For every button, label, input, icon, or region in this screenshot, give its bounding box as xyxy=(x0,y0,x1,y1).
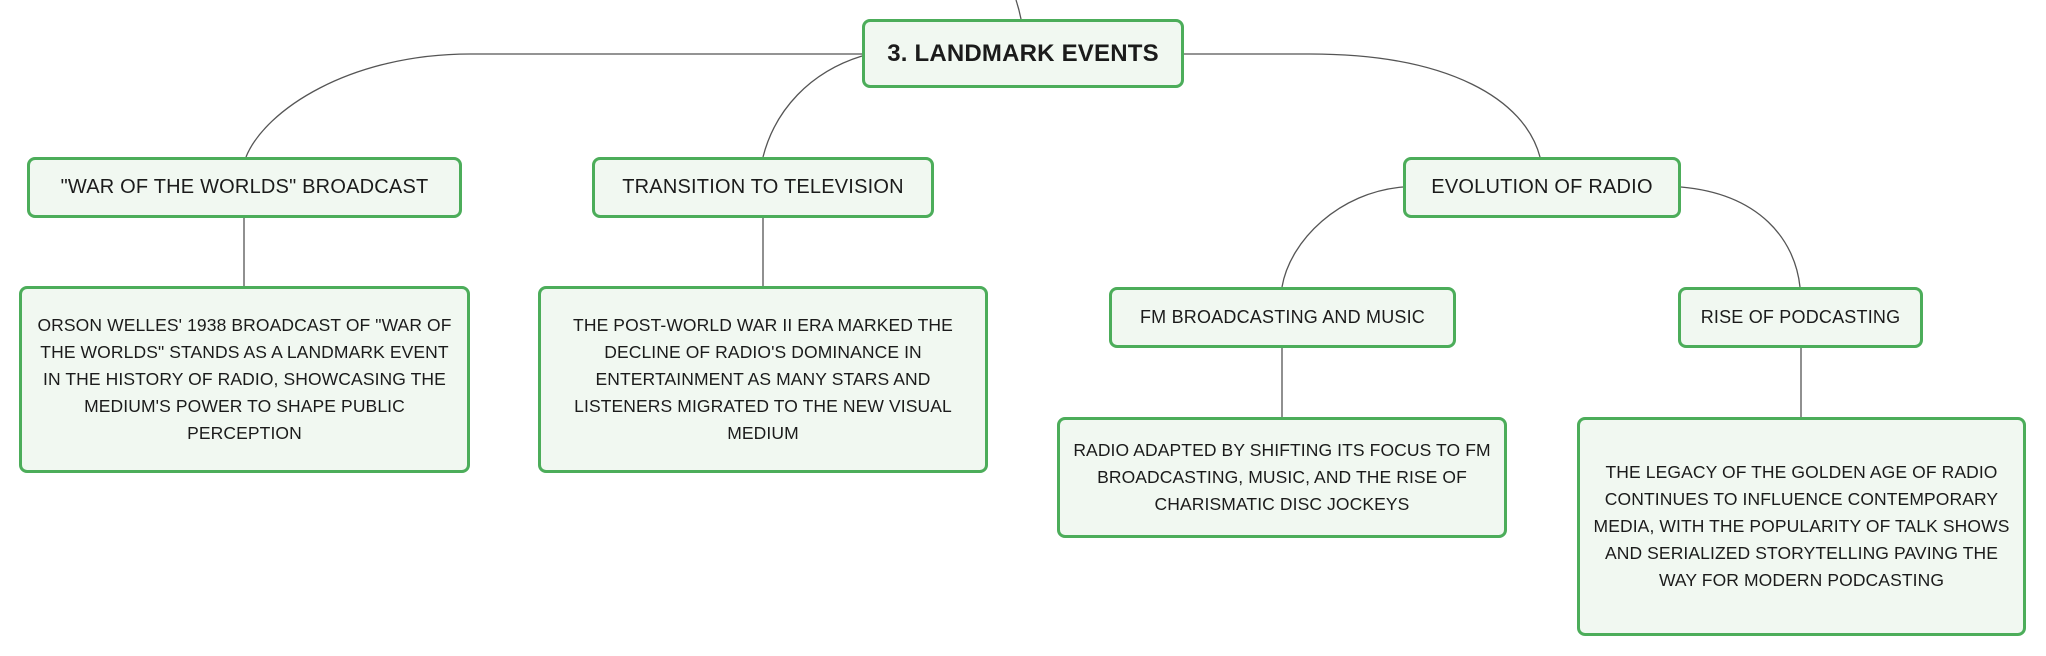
description-war-of-the-worlds[interactable]: ORSON WELLES' 1938 BROADCAST OF "WAR OF … xyxy=(19,286,470,473)
connector-root-to-wotw xyxy=(245,53,862,158)
description-rise-of-podcasting[interactable]: THE LEGACY OF THE GOLDEN AGE OF RADIO CO… xyxy=(1577,417,2026,636)
description-war-of-the-worlds-text: ORSON WELLES' 1938 BROADCAST OF "WAR OF … xyxy=(37,315,452,443)
subtopic-rise-of-podcasting-label: RISE OF PODCASTING xyxy=(1700,307,1901,327)
description-fm-broadcasting-text: RADIO ADAPTED BY SHIFTING ITS FOCUS TO F… xyxy=(1073,440,1491,514)
topic-war-of-the-worlds-label: "WAR OF THE WORLDS" BROADCAST xyxy=(60,176,429,198)
root-node-label: 3. LANDMARK EVENTS xyxy=(887,39,1159,67)
root-node[interactable]: 3. LANDMARK EVENTS xyxy=(862,19,1184,88)
connector-evolution-to-podcasting xyxy=(1680,186,1801,288)
description-transition-to-television-text: THE POST-WORLD WAR II ERA MARKED THE DEC… xyxy=(573,315,953,443)
subtopic-rise-of-podcasting[interactable]: RISE OF PODCASTING xyxy=(1678,287,1923,348)
topic-transition-to-television[interactable]: TRANSITION TO TELEVISION xyxy=(592,157,934,218)
topic-war-of-the-worlds[interactable]: "WAR OF THE WORLDS" BROADCAST xyxy=(27,157,462,218)
topic-evolution-of-radio-label: EVOLUTION OF RADIO xyxy=(1431,176,1653,198)
subtopic-fm-broadcasting-label: FM BROADCASTING AND MUSIC xyxy=(1139,307,1426,327)
description-fm-broadcasting[interactable]: RADIO ADAPTED BY SHIFTING ITS FOCUS TO F… xyxy=(1057,417,1507,538)
connector-parent-to-root xyxy=(1015,0,1022,20)
connector-evolution-to-fm xyxy=(1281,186,1404,288)
subtopic-fm-broadcasting[interactable]: FM BROADCASTING AND MUSIC xyxy=(1109,287,1456,348)
description-rise-of-podcasting-text: THE LEGACY OF THE GOLDEN AGE OF RADIO CO… xyxy=(1593,462,2010,590)
topic-evolution-of-radio[interactable]: EVOLUTION OF RADIO xyxy=(1403,157,1681,218)
connector-root-to-tv xyxy=(762,55,863,158)
connector-root-to-evolution xyxy=(1184,53,1541,158)
topic-transition-to-television-label: TRANSITION TO TELEVISION xyxy=(622,176,904,198)
description-transition-to-television[interactable]: THE POST-WORLD WAR II ERA MARKED THE DEC… xyxy=(538,286,988,473)
